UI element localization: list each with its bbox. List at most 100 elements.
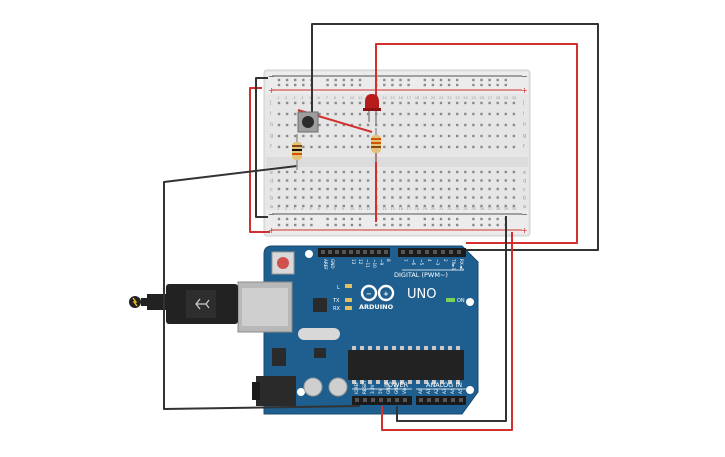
terminal-hole: [431, 101, 435, 105]
header-pin[interactable]: [459, 398, 463, 402]
terminal-hole: [431, 179, 435, 182]
terminal-hole: [431, 123, 435, 127]
header-pin[interactable]: [425, 250, 429, 254]
terminal-hole: [285, 134, 289, 138]
header-pin[interactable]: [335, 250, 339, 254]
terminal-hole: [447, 196, 451, 199]
header-pin[interactable]: [395, 398, 399, 402]
header-pin[interactable]: [321, 250, 325, 254]
column-number: 4: [301, 207, 304, 211]
terminal-hole: [383, 187, 386, 191]
terminal-hole: [407, 134, 410, 138]
column-number: 5: [309, 96, 311, 100]
header-pin[interactable]: [349, 250, 353, 254]
terminal-hole: [415, 134, 418, 138]
row-letter: f: [270, 144, 272, 150]
header-pin[interactable]: [377, 250, 381, 254]
header-pin[interactable]: [371, 398, 375, 402]
terminal-hole: [439, 145, 443, 149]
header-pin[interactable]: [355, 398, 359, 402]
terminal-hole: [334, 134, 337, 138]
header-pin[interactable]: [356, 250, 360, 254]
terminal-hole: [488, 179, 491, 182]
chip-pin: [448, 380, 452, 384]
header-pin[interactable]: [427, 398, 431, 402]
terminal-hole: [391, 204, 394, 208]
terminal-hole: [464, 101, 467, 105]
header-pin[interactable]: [328, 250, 332, 254]
header-pin[interactable]: [419, 398, 423, 402]
terminal-hole: [399, 101, 402, 105]
terminal-hole: [488, 145, 491, 149]
terminal-hole: [383, 112, 386, 116]
terminal-hole: [294, 196, 297, 199]
terminal-hole: [326, 134, 329, 138]
digital-pin-label: GND: [330, 259, 335, 269]
terminal-hole: [358, 123, 362, 127]
terminal-hole: [326, 145, 329, 149]
terminal-hole: [456, 101, 459, 105]
terminal-hole: [399, 196, 402, 199]
column-number: 21: [439, 96, 443, 100]
column-number: 14: [382, 96, 387, 100]
analog-label: ANALOG IN: [426, 381, 462, 389]
pushbutton-cap[interactable]: [302, 116, 314, 128]
atmega-chip: [348, 350, 464, 380]
terminal-hole: [447, 204, 451, 208]
rail-hole: [423, 223, 426, 227]
terminal-hole: [423, 134, 426, 138]
terminal-hole: [342, 204, 345, 208]
terminal-hole: [407, 170, 410, 174]
terminal-hole: [277, 179, 281, 182]
dc-power-jack[interactable]: [256, 376, 296, 406]
header-pin[interactable]: [443, 398, 447, 402]
digital-header-left: [318, 248, 390, 257]
terminal-hole: [366, 170, 370, 174]
terminal-hole: [496, 179, 499, 182]
header-pin[interactable]: [433, 250, 437, 254]
header-pin[interactable]: [370, 250, 374, 254]
reset-button[interactable]: [277, 257, 289, 269]
rail-hole: [350, 217, 354, 221]
rail-hole: [439, 78, 443, 82]
column-number: 18: [415, 207, 419, 211]
arduino-logo: − +: [360, 284, 395, 302]
terminal-hole: [350, 145, 354, 149]
rail-hole: [294, 78, 297, 82]
column-number: 25: [471, 207, 475, 211]
terminal-hole: [294, 134, 297, 138]
header-pin[interactable]: [363, 398, 367, 402]
header-pin[interactable]: [403, 398, 407, 402]
header-pin[interactable]: [457, 250, 461, 254]
header-pin[interactable]: [451, 398, 455, 402]
column-number: 28: [496, 96, 500, 100]
header-pin[interactable]: [379, 398, 383, 402]
header-pin[interactable]: [449, 250, 453, 254]
terminal-hole: [512, 145, 516, 149]
rail-hole: [350, 223, 354, 227]
logo-loop-right: [377, 284, 395, 302]
terminal-hole: [334, 187, 337, 191]
chip-pin: [360, 380, 364, 384]
terminal-hole: [383, 101, 386, 105]
terminal-hole: [399, 112, 402, 116]
terminal-hole: [277, 187, 281, 191]
header-pin[interactable]: [401, 250, 405, 254]
row-letter: c: [270, 187, 273, 193]
header-pin[interactable]: [417, 250, 421, 254]
column-number: 22: [447, 207, 451, 211]
header-pin[interactable]: [409, 250, 413, 254]
header-pin[interactable]: [387, 398, 391, 402]
header-pin[interactable]: [441, 250, 445, 254]
header-pin[interactable]: [363, 250, 367, 254]
header-pin[interactable]: [384, 250, 388, 254]
terminal-hole: [431, 196, 435, 199]
chip-pin: [432, 346, 436, 350]
digital-pin-label: ~9: [379, 259, 384, 266]
header-pin[interactable]: [435, 398, 439, 402]
header-pin[interactable]: [342, 250, 346, 254]
terminal-hole: [285, 101, 289, 105]
pushbutton[interactable]: [297, 111, 319, 133]
